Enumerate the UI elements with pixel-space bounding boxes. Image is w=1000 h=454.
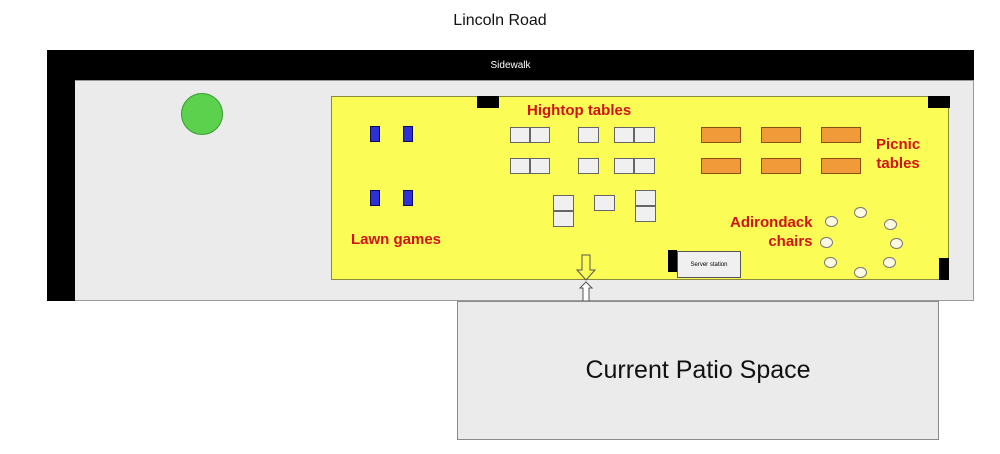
picnic-table xyxy=(701,158,741,174)
hightop-table xyxy=(553,211,574,227)
hightop-table xyxy=(634,158,655,174)
picnic-table xyxy=(821,127,861,143)
hightop-table xyxy=(614,127,634,143)
corner-post xyxy=(477,96,499,108)
adirondack-chair xyxy=(825,216,838,227)
hightop-tables-label: Hightop tables xyxy=(527,102,632,119)
hightop-table xyxy=(530,158,550,174)
hightop-table xyxy=(635,206,656,222)
adirondack-chair xyxy=(890,238,903,249)
lawn-games-label: Lawn games xyxy=(351,231,442,248)
picnic-table xyxy=(761,158,801,174)
adirondack-chair xyxy=(854,267,867,278)
patio-label: Current Patio Space xyxy=(585,356,811,384)
hightop-table xyxy=(578,158,599,174)
hightop-table xyxy=(530,127,550,143)
hightop-table xyxy=(635,190,656,206)
picnic-table xyxy=(761,127,801,143)
lawn-game-piece xyxy=(370,190,380,206)
lawn-game-piece xyxy=(403,190,413,206)
sidewalk: Sidewalk xyxy=(47,50,974,80)
hightop-table xyxy=(634,127,655,143)
hightop-table xyxy=(594,195,615,211)
event-zone xyxy=(331,96,949,280)
up-arrow-icon xyxy=(578,281,594,302)
adirondack-chair xyxy=(820,237,833,248)
road-label: Lincoln Road xyxy=(453,12,547,29)
entrance-arrows xyxy=(575,254,597,302)
server-station: Server station xyxy=(677,251,741,278)
adirondack-chair xyxy=(883,257,896,268)
adirondack-chair xyxy=(824,257,837,268)
adirondack-chair xyxy=(884,219,897,230)
corner-post xyxy=(928,96,950,108)
picnic-table xyxy=(821,158,861,174)
lawn-game-piece xyxy=(403,126,413,142)
server-station-label: Server station xyxy=(690,261,728,268)
hightop-table xyxy=(578,127,599,143)
down-arrow-icon xyxy=(575,254,597,281)
hightop-table xyxy=(510,127,530,143)
adirondack-chairs-label: Adirondack chairs xyxy=(730,214,813,250)
hightop-table xyxy=(614,158,634,174)
server-station-cap xyxy=(668,250,677,272)
picnic-tables-label: Picnic tables xyxy=(876,136,921,172)
sidewalk-label: Sidewalk xyxy=(490,59,531,71)
tree-icon xyxy=(181,93,223,135)
hightop-table xyxy=(553,195,574,211)
current-patio-space: Current Patio Space xyxy=(457,301,939,440)
left-wall xyxy=(47,80,75,301)
adirondack-chair xyxy=(854,207,867,218)
picnic-table xyxy=(701,127,741,143)
corner-post xyxy=(939,258,949,280)
lawn-game-piece xyxy=(370,126,380,142)
hightop-table xyxy=(510,158,530,174)
